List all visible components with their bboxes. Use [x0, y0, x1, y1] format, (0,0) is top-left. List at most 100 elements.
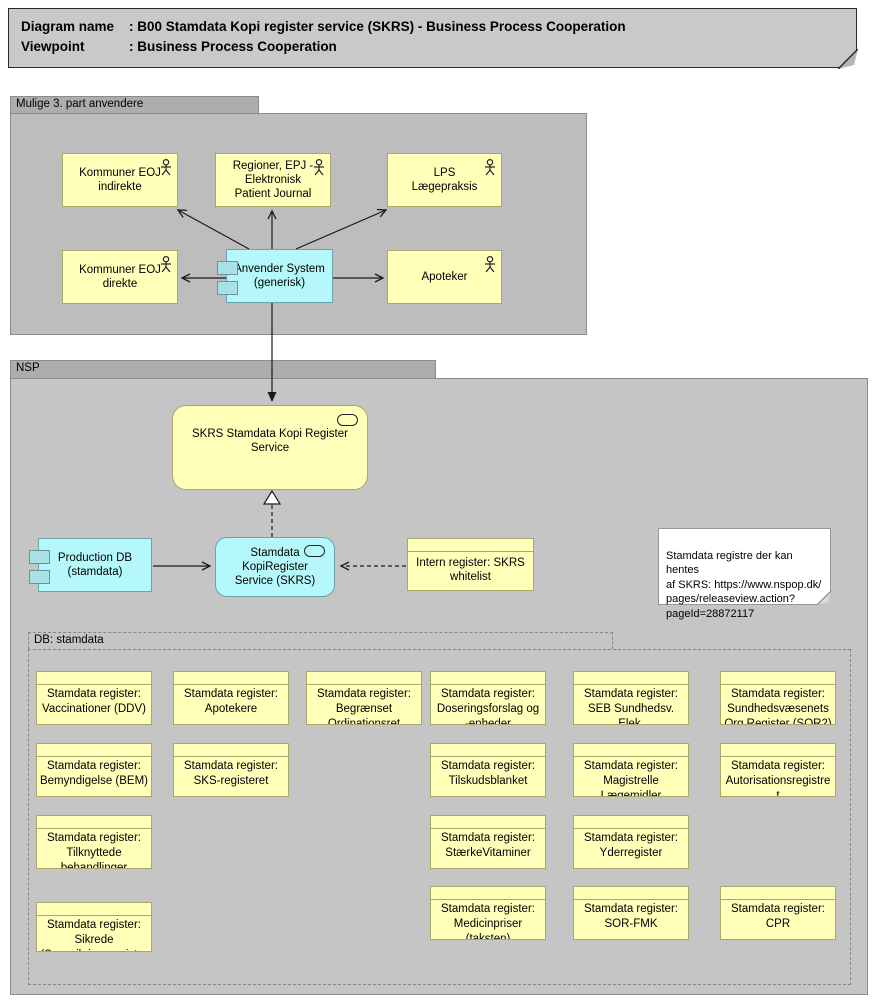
- register-top-band: [721, 744, 835, 757]
- register-top-band: [574, 672, 688, 685]
- register-top-band: [574, 744, 688, 757]
- actor-lps-laegepraksis: LPS Lægepraksis: [387, 153, 502, 207]
- actor-label: LPS Lægepraksis: [411, 167, 478, 193]
- register-top-band: [431, 744, 545, 757]
- actor-regioner-epj: Regioner, EPJ - Elektronisk Patient Jour…: [215, 153, 331, 207]
- actor-kommuner-eoj-indirekte: Kommuner EOJ indirekte: [62, 153, 178, 207]
- register-label: Stamdata register: Tilskudsblanket: [441, 760, 535, 787]
- component-icon: [217, 281, 238, 295]
- register-box: Stamdata register: Medicinpriser (takste…: [430, 886, 546, 940]
- register-top-band: [431, 816, 545, 829]
- actor-label: Apoteker: [421, 271, 468, 283]
- diagram-name-value: : B00 Stamdata Kopi register service (SK…: [129, 19, 626, 34]
- application-anvender-system: Anvender System (generisk): [217, 249, 333, 303]
- register-label: Stamdata register: Sundhedsvæsenets Org …: [724, 688, 832, 725]
- register-label: Stamdata register: SEB Sundhedsv. Elek. …: [584, 688, 678, 725]
- diagram-name-label: Diagram name: [21, 19, 115, 34]
- register-box: Stamdata register: SKS-registeret: [173, 743, 289, 797]
- application-label: Stamdata KopiRegister Service (SKRS): [234, 547, 316, 587]
- register-top-band: [574, 887, 688, 900]
- register-box: Stamdata register: SEB Sundhedsv. Elek. …: [573, 671, 689, 725]
- register-top-band: [37, 672, 151, 685]
- register-box: Stamdata register: StærkeVitaminer: [430, 815, 546, 869]
- viewpoint-value: : Business Process Cooperation: [129, 39, 337, 54]
- register-box: Stamdata register: Bemyndigelse (BEM): [36, 743, 152, 797]
- group-db-stamdata-body: [28, 649, 851, 985]
- register-box: Stamdata register: Vaccinationer (DDV): [36, 671, 152, 725]
- register-top-band: [174, 672, 288, 685]
- actor-label: Regioner, EPJ - Elektronisk Patient Jour…: [232, 160, 314, 200]
- register-box: Stamdata register: Tilknyttede behandlin…: [36, 815, 152, 869]
- register-top-band: [37, 744, 151, 757]
- actor-icon: [161, 256, 171, 273]
- viewpoint-row: Viewpoint : Business Process Cooperation: [21, 37, 856, 57]
- register-label: Stamdata register: Apotekere: [184, 688, 278, 715]
- actor-kommuner-eoj-direkte: Kommuner EOJ direkte: [62, 250, 178, 304]
- register-top-band: [431, 887, 545, 900]
- component-icon: [29, 570, 50, 584]
- object-label: Intern register: SKRS whitelist: [416, 556, 525, 583]
- note-folded-corner-icon: [817, 591, 831, 605]
- register-label: Stamdata register: Magistrelle Lægemidle…: [584, 760, 678, 797]
- title-folded-corner-icon: [838, 49, 858, 69]
- group-db-stamdata-label: DB: stamdata: [34, 634, 104, 646]
- register-box: Stamdata register: Autorisationsregistre…: [720, 743, 836, 797]
- register-top-band: [431, 672, 545, 685]
- note-stamdata-registre: Stamdata registre der kan hentes af SKRS…: [658, 528, 831, 620]
- application-label: Production DB (stamdata): [57, 552, 133, 578]
- register-box: Stamdata register: Begrænset Ordinations…: [306, 671, 422, 725]
- service-skrs-stamdata-kopi-register: SKRS Stamdata Kopi Register Service: [172, 405, 368, 490]
- component-icon: [29, 550, 50, 564]
- register-box: Stamdata register: CPR: [720, 886, 836, 940]
- register-label: Stamdata register: Begrænset Ordinations…: [317, 688, 411, 725]
- actor-label: Kommuner EOJ direkte: [79, 264, 161, 290]
- object-intern-register-skrs-whitelist: Intern register: SKRS whitelist: [407, 538, 534, 591]
- group-mulige-label: Mulige 3. part anvendere: [16, 98, 144, 110]
- object-top-band: [408, 539, 533, 552]
- register-top-band: [174, 744, 288, 757]
- actor-label: Kommuner EOJ indirekte: [79, 167, 161, 193]
- register-box: Stamdata register: Tilskudsblanket: [430, 743, 546, 797]
- group-db-stamdata-tab: DB: stamdata: [28, 632, 613, 649]
- register-box: Stamdata register: Doseringsforslag og -…: [430, 671, 546, 725]
- register-top-band: [721, 672, 835, 685]
- group-nsp-label: NSP: [16, 362, 40, 374]
- group-nsp-tab: NSP: [10, 360, 436, 378]
- service-icon: [337, 414, 358, 426]
- actor-apoteker: Apoteker: [387, 250, 502, 304]
- actor-icon: [161, 159, 171, 176]
- actor-icon: [485, 256, 495, 273]
- register-label: Stamdata register: StærkeVitaminer: [441, 832, 535, 859]
- viewpoint-label: Viewpoint: [21, 39, 85, 54]
- application-production-db: Production DB (stamdata): [29, 538, 152, 592]
- register-label: Stamdata register: Sikrede (Sygesikrings…: [40, 919, 147, 951]
- register-top-band: [574, 816, 688, 829]
- register-box: Stamdata register: Yderregister: [573, 815, 689, 869]
- application-label: Anvender System (generisk): [234, 263, 325, 289]
- register-box: Stamdata register: Sundhedsvæsenets Org …: [720, 671, 836, 725]
- diagram-title-bar: Diagram name : B00 Stamdata Kopi registe…: [8, 8, 858, 69]
- note-text: Stamdata registre der kan hentes af SKRS…: [666, 549, 822, 620]
- register-label: Stamdata register: Autorisationsregistre…: [725, 760, 831, 797]
- register-top-band: [307, 672, 421, 685]
- actor-icon: [314, 159, 324, 176]
- register-label: Stamdata register: CPR: [731, 903, 825, 930]
- register-top-band: [721, 887, 835, 900]
- register-box: Stamdata register: Magistrelle Lægemidle…: [573, 743, 689, 797]
- register-top-band: [37, 903, 151, 916]
- register-label: Stamdata register: Bemyndigelse (BEM): [39, 760, 148, 787]
- register-box: Stamdata register: Apotekere: [173, 671, 289, 725]
- register-label: Stamdata register: Yderregister: [584, 832, 678, 859]
- register-label: Stamdata register: SOR-FMK: [584, 903, 678, 930]
- diagram-name-row: Diagram name : B00 Stamdata Kopi registe…: [21, 17, 856, 37]
- application-stamdata-kopiregister-service: Stamdata KopiRegister Service (SKRS): [215, 537, 335, 597]
- register-label: Stamdata register: Medicinpriser (takste…: [441, 903, 535, 940]
- register-label: Stamdata register: Tilknyttede behandlin…: [47, 832, 141, 869]
- register-box: Stamdata register: SOR-FMK: [573, 886, 689, 940]
- register-label: Stamdata register: Doseringsforslag og -…: [436, 688, 540, 725]
- actor-icon: [485, 159, 495, 176]
- register-top-band: [37, 816, 151, 829]
- service-icon: [304, 545, 325, 557]
- component-icon: [217, 261, 238, 275]
